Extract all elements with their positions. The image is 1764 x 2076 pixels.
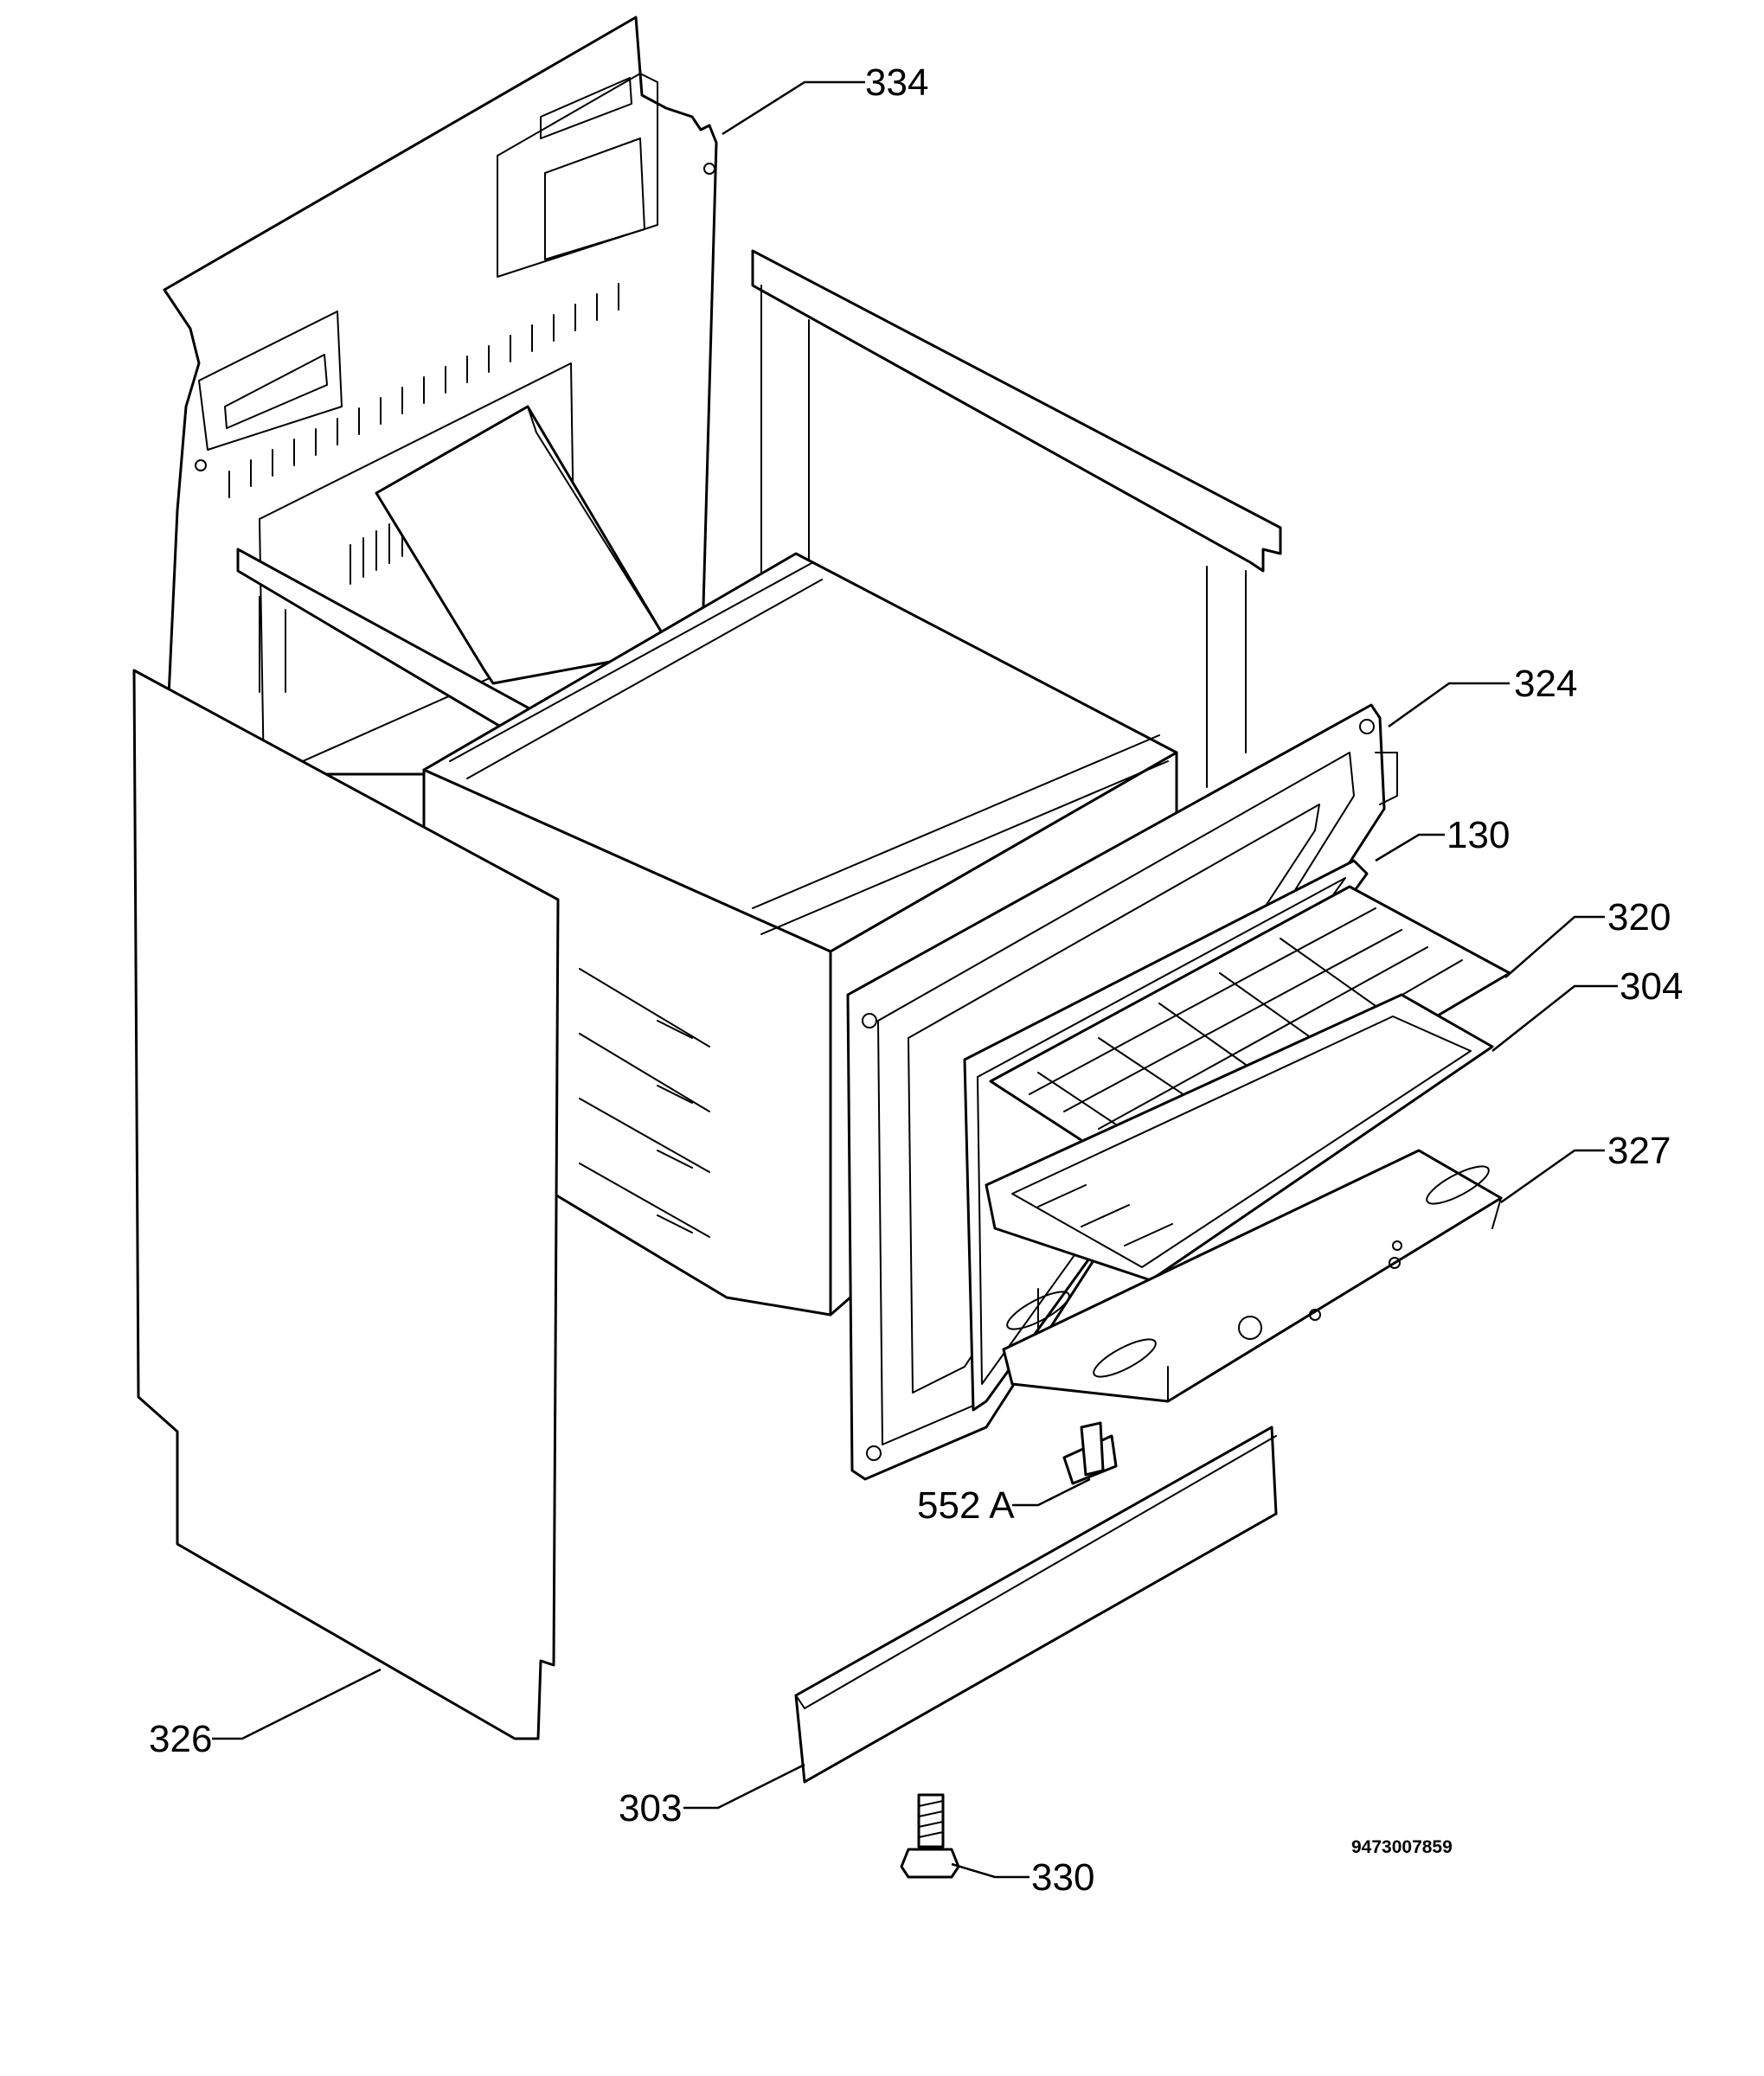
callout-552a: 552 A: [917, 1484, 1015, 1527]
callout-303: 303: [619, 1787, 682, 1829]
baking-tray-drawing: [1002, 1149, 1503, 1403]
kick-plate-drawing: [794, 1426, 1278, 1784]
vent-slots: [228, 283, 619, 585]
callout-334: 334: [865, 61, 928, 104]
side-panel-drawing: [132, 669, 560, 1740]
drawing-number: 9473007859: [1351, 1837, 1453, 1857]
callout-304: 304: [1620, 965, 1683, 1008]
callout-330: 330: [1031, 1856, 1094, 1899]
callout-labels: 334 324 130 320 304 327 552 A 326 303 33…: [149, 61, 1683, 1899]
callout-326: 326: [149, 1718, 212, 1760]
callout-320: 320: [1607, 896, 1671, 939]
hinge-support-drawing: [1062, 1421, 1118, 1485]
grill-grid-drawing: [985, 993, 1494, 1282]
adjustable-foot-drawing: [900, 1793, 960, 1879]
leader-lines: [212, 80, 1618, 1879]
callout-324: 324: [1514, 663, 1577, 705]
right-frame-rail: [751, 249, 1282, 788]
callout-130: 130: [1446, 814, 1510, 856]
callout-327: 327: [1607, 1130, 1671, 1172]
